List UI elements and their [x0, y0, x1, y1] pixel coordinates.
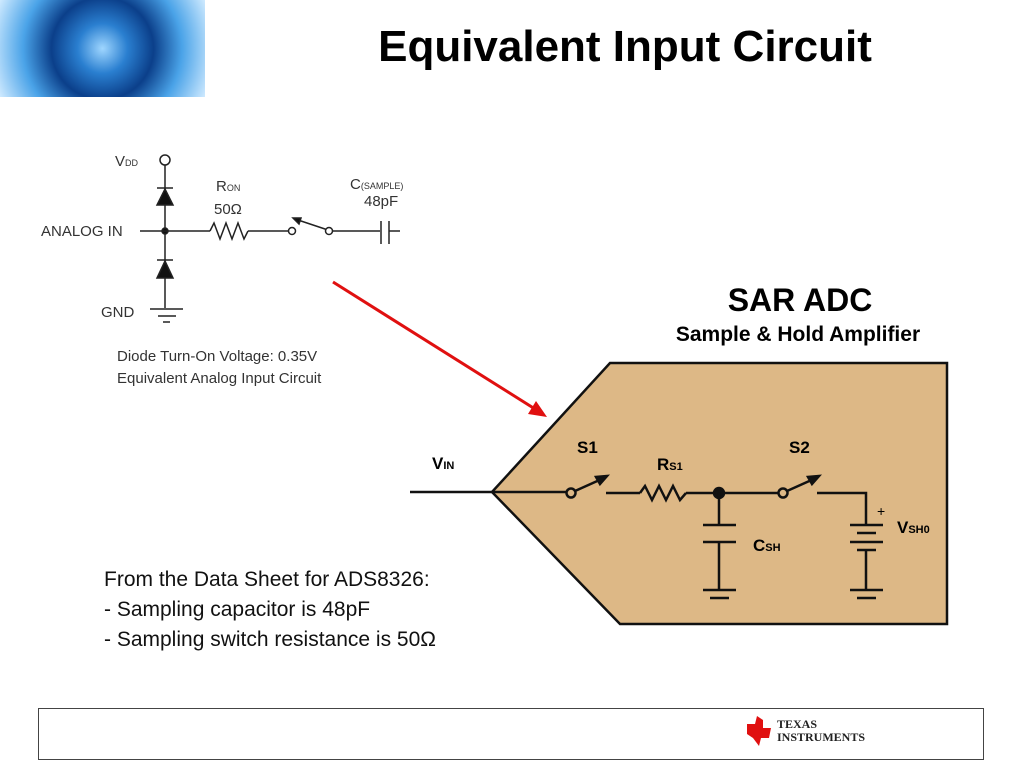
vsh0-label: VSH0	[897, 518, 930, 537]
sample-hold-subtitle: Sample & Hold Amplifier	[675, 323, 921, 346]
plus-label: +	[877, 503, 886, 519]
note-line: - Sampling switch resistance is 50Ω	[104, 628, 436, 651]
notes: From the Data Sheet for ADS8326: - Sampl…	[104, 565, 436, 655]
red-arrow	[332, 280, 547, 417]
analog-in-label: ANALOG IN	[41, 223, 123, 240]
note-line: - Sampling capacitor is 48pF	[104, 598, 371, 621]
rs1-label: RS1	[657, 455, 683, 474]
vdd-label: VDD	[115, 153, 139, 170]
note-line: From the Data Sheet for ADS8326:	[104, 568, 430, 591]
s1-label: S1	[577, 438, 598, 457]
sar-circuit	[410, 474, 883, 600]
datasheet-circuit	[140, 154, 400, 323]
ti-logo: Texas Instruments	[745, 716, 865, 746]
csh-label: CSH	[753, 536, 781, 555]
vin-label: VIN	[432, 454, 455, 473]
globe-logo-image	[0, 0, 205, 97]
ti-logo-line2: Instruments	[777, 730, 866, 744]
s2-label: S2	[789, 438, 810, 457]
page-title: Equivalent Input Circuit	[378, 22, 872, 71]
footer-frame	[38, 708, 984, 760]
csample-value: 48pF	[364, 193, 399, 210]
ti-state-icon	[747, 716, 771, 746]
gnd-label: GND	[101, 304, 135, 321]
ti-logo-line1: Texas	[777, 717, 818, 731]
csample-label: C(SAMPLE)	[350, 176, 404, 193]
caption-circuit: Equivalent Analog Input Circuit	[117, 370, 322, 387]
caption-diode: Diode Turn-On Voltage: 0.35V	[117, 348, 318, 365]
ron-value: 50Ω	[214, 201, 242, 218]
ron-label: RON	[216, 178, 241, 195]
sar-adc-title: SAR ADC	[727, 282, 873, 318]
